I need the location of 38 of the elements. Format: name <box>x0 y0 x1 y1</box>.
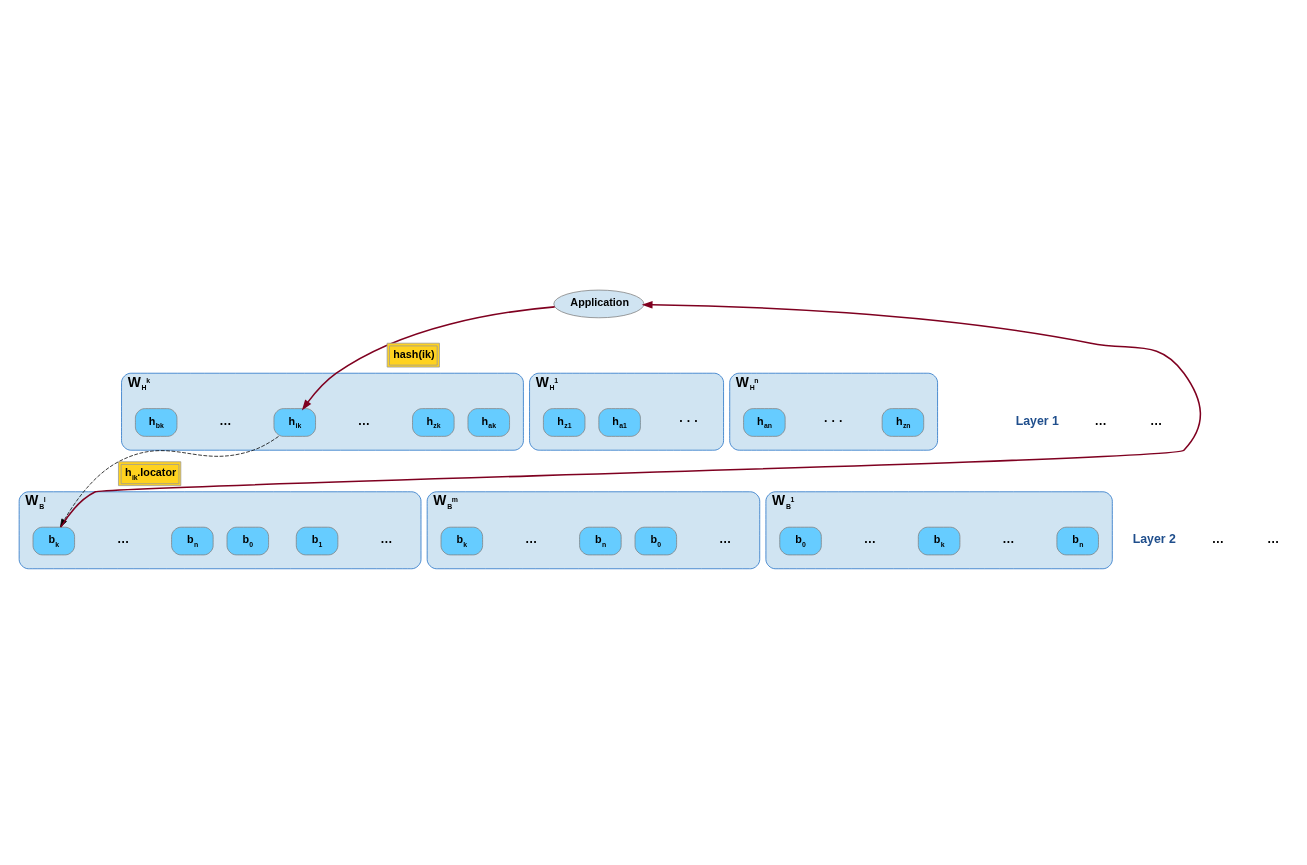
node-box: b$_{k}$ <box>32 526 75 556</box>
label: · · · <box>824 413 844 428</box>
label: … <box>718 532 732 547</box>
node-box: h$_{a1}$ <box>598 408 641 437</box>
node-box: h$_{z1}$ <box>543 408 586 437</box>
node-box: b$_{0}$ <box>779 526 822 556</box>
label: … <box>1267 532 1280 547</box>
node-box: h$_{bk}$ <box>135 408 178 437</box>
label: … <box>1094 413 1107 428</box>
label: … <box>863 532 876 547</box>
node-ellipse: Application <box>553 289 645 319</box>
arrow <box>301 306 556 411</box>
label: … <box>524 532 538 547</box>
label: … <box>1002 532 1015 547</box>
node-box: b$_{k}$ <box>917 526 961 556</box>
label: … <box>1150 413 1163 428</box>
node-box: b$_{n}$ <box>171 526 214 556</box>
node-box: b$_{n}$ <box>579 526 622 556</box>
node-box: h$_{an}$ <box>743 408 786 437</box>
node-box: b$_{0}$ <box>226 526 269 556</box>
node-box: b$_{n}$ <box>1056 526 1099 556</box>
node-box: h$_{ik}$ <box>273 408 316 437</box>
label: … <box>380 532 393 547</box>
edge-label: h$_{ik}$.locator <box>125 466 177 481</box>
label: Layer 2 <box>1132 532 1176 547</box>
node-box: b$_{0}$ <box>634 526 677 556</box>
label: Layer 1 <box>1015 413 1059 428</box>
label: · · · <box>679 413 699 428</box>
label: … <box>116 532 130 547</box>
node-box: h$_{zk}$ <box>412 408 455 437</box>
label: … <box>357 413 371 428</box>
node-box: b$_{k}$ <box>440 526 483 556</box>
node-box: b$_{1}$ <box>295 526 339 556</box>
label: … <box>219 413 232 428</box>
node-box: h$_{ak}$ <box>467 408 510 437</box>
label: … <box>1211 532 1224 547</box>
node-box: h$_{zn}$ <box>881 408 925 437</box>
edge-label: hash(ik) <box>393 347 435 360</box>
